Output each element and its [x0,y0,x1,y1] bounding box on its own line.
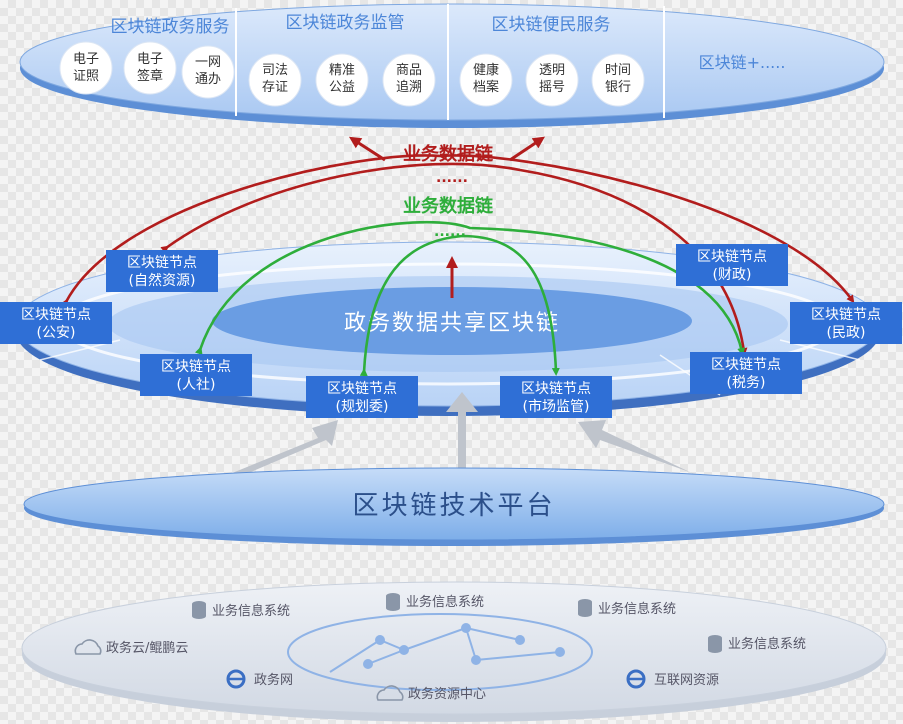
service-circle: 司法 存证 [248,53,302,107]
infra-label: 业务信息系统 [406,594,484,610]
chain-node: 区块链节点 (市场监管) [500,376,612,418]
infra-label: 业务信息系统 [212,603,290,619]
infra-item: 业务信息系统 [578,599,676,617]
node-name: (规划委) [336,399,389,415]
infra-label: 业务信息系统 [728,636,806,652]
service-label-line2: 摇号 [539,80,565,95]
group-title-citizen-service: 区块链便民服务 [492,15,611,35]
platform-label: 区块链技术平台 [352,491,555,521]
service-label-line2: 公益 [329,80,355,95]
node-name: (自然资源) [129,272,196,289]
top-service-layer: 区块链政务服务 区块链政务监管 区块链便民服务 区块链+..... 电子 证照 … [19,3,885,128]
service-circle: 精准 公益 [315,53,369,107]
service-label-line2: 追溯 [396,79,422,95]
node-name: (市场监管) [523,398,590,415]
cloud-icon [376,685,404,701]
service-label-line2: 签章 [137,68,163,84]
database-icon [708,635,722,653]
service-label-line1: 一网 [195,55,221,70]
service-circle: 电子 证照 [59,41,113,95]
database-icon [386,593,400,611]
node-name: (民政) [827,325,866,341]
service-label-line1: 透明 [539,63,565,78]
infra-label: 业务信息系统 [598,601,676,617]
green-chain-label: 业务数据链 [403,195,494,217]
chain-node: 区块链节点 (规划委) [306,376,418,418]
service-label-line2: 档案 [473,80,499,95]
node-name: (人社) [177,377,216,393]
center-chain-label: 政务数据共享区块链 [344,311,560,336]
service-circle: 电子 签章 [123,41,177,95]
service-label-line2: 银行 [605,80,631,95]
node-name: (公安) [37,325,76,341]
node-title: 区块链节点 [697,249,767,265]
network-graph [329,623,565,673]
node-title: 区块链节点 [21,307,91,323]
infrastructure-layer: 业务信息系统 业务信息系统 业务信息系统 业务信息系统 政务云/鲲鹏云 [21,581,887,722]
infra-label: 政务云/鲲鹏云 [106,640,188,656]
node-title: 区块链节点 [521,381,591,397]
service-circle: 一网 通办 [181,45,235,99]
extra-services-label: 区块链+..... [699,53,786,72]
node-title: 区块链节点 [811,307,881,323]
chain-node: 区块链节点 (自然资源) [106,250,218,292]
red-chain-label: 业务数据链 [403,143,494,165]
group-title-gov-supervision: 区块链政务监管 [286,13,405,33]
infra-item: 政务网 [226,669,293,689]
infra-item: 政务云/鲲鹏云 [74,639,188,656]
node-title: 区块链节点 [127,255,197,271]
chain-node: 区块链节点 (财政) [676,244,788,286]
infra-label: 互联网资源 [654,673,719,688]
group-title-gov-service: 区块链政务服务 [111,17,230,37]
infra-label: 政务网 [254,672,293,688]
node-name: (税务) [727,375,766,391]
chain-node: 区块链节点 (民政) [790,302,902,344]
infra-item: 互联网资源 [626,669,719,689]
service-label-line2: 存证 [262,80,288,95]
service-circle: 健康 档案 [459,53,513,107]
infra-item: 业务信息系统 [386,593,484,611]
service-label-line2: 证照 [73,69,99,84]
service-circle: 时间 银行 [591,53,645,107]
chain-node: 区块链节点 (人社) [140,354,252,396]
node-title: 区块链节点 [327,381,397,397]
chain-node: 区块链节点 (公安) [0,302,112,344]
node-title: 区块链节点 [161,359,231,375]
service-label-line1: 精准 [329,63,355,78]
service-label-line1: 电子 [137,52,163,67]
chain-node: 区块链节点 (税务) [690,352,802,394]
node-name: (财政) [713,267,752,283]
green-chain-dots: ...... [434,224,466,240]
service-label-line1: 时间 [605,63,631,78]
infra-item: 业务信息系统 [192,601,290,619]
service-circle: 商品 追溯 [382,53,436,107]
database-icon [578,599,592,617]
service-label-line2: 通办 [195,72,221,87]
service-label-line1: 司法 [262,63,288,78]
infra-item: 业务信息系统 [708,635,806,653]
ie-icon [226,669,246,689]
infra-item: 政务资源中心 [376,685,486,702]
cloud-icon [74,639,102,655]
tech-platform: 区块链技术平台 [23,467,885,546]
service-label-line1: 健康 [473,62,499,78]
service-label-line1: 商品 [396,63,422,78]
red-chain-dots: ...... [436,170,468,186]
ie-icon [626,669,646,689]
service-label-line1: 电子 [73,52,99,67]
node-title: 区块链节点 [711,357,781,373]
database-icon [192,601,206,619]
infra-label: 政务资源中心 [408,686,486,702]
service-circle: 透明 摇号 [525,53,579,107]
